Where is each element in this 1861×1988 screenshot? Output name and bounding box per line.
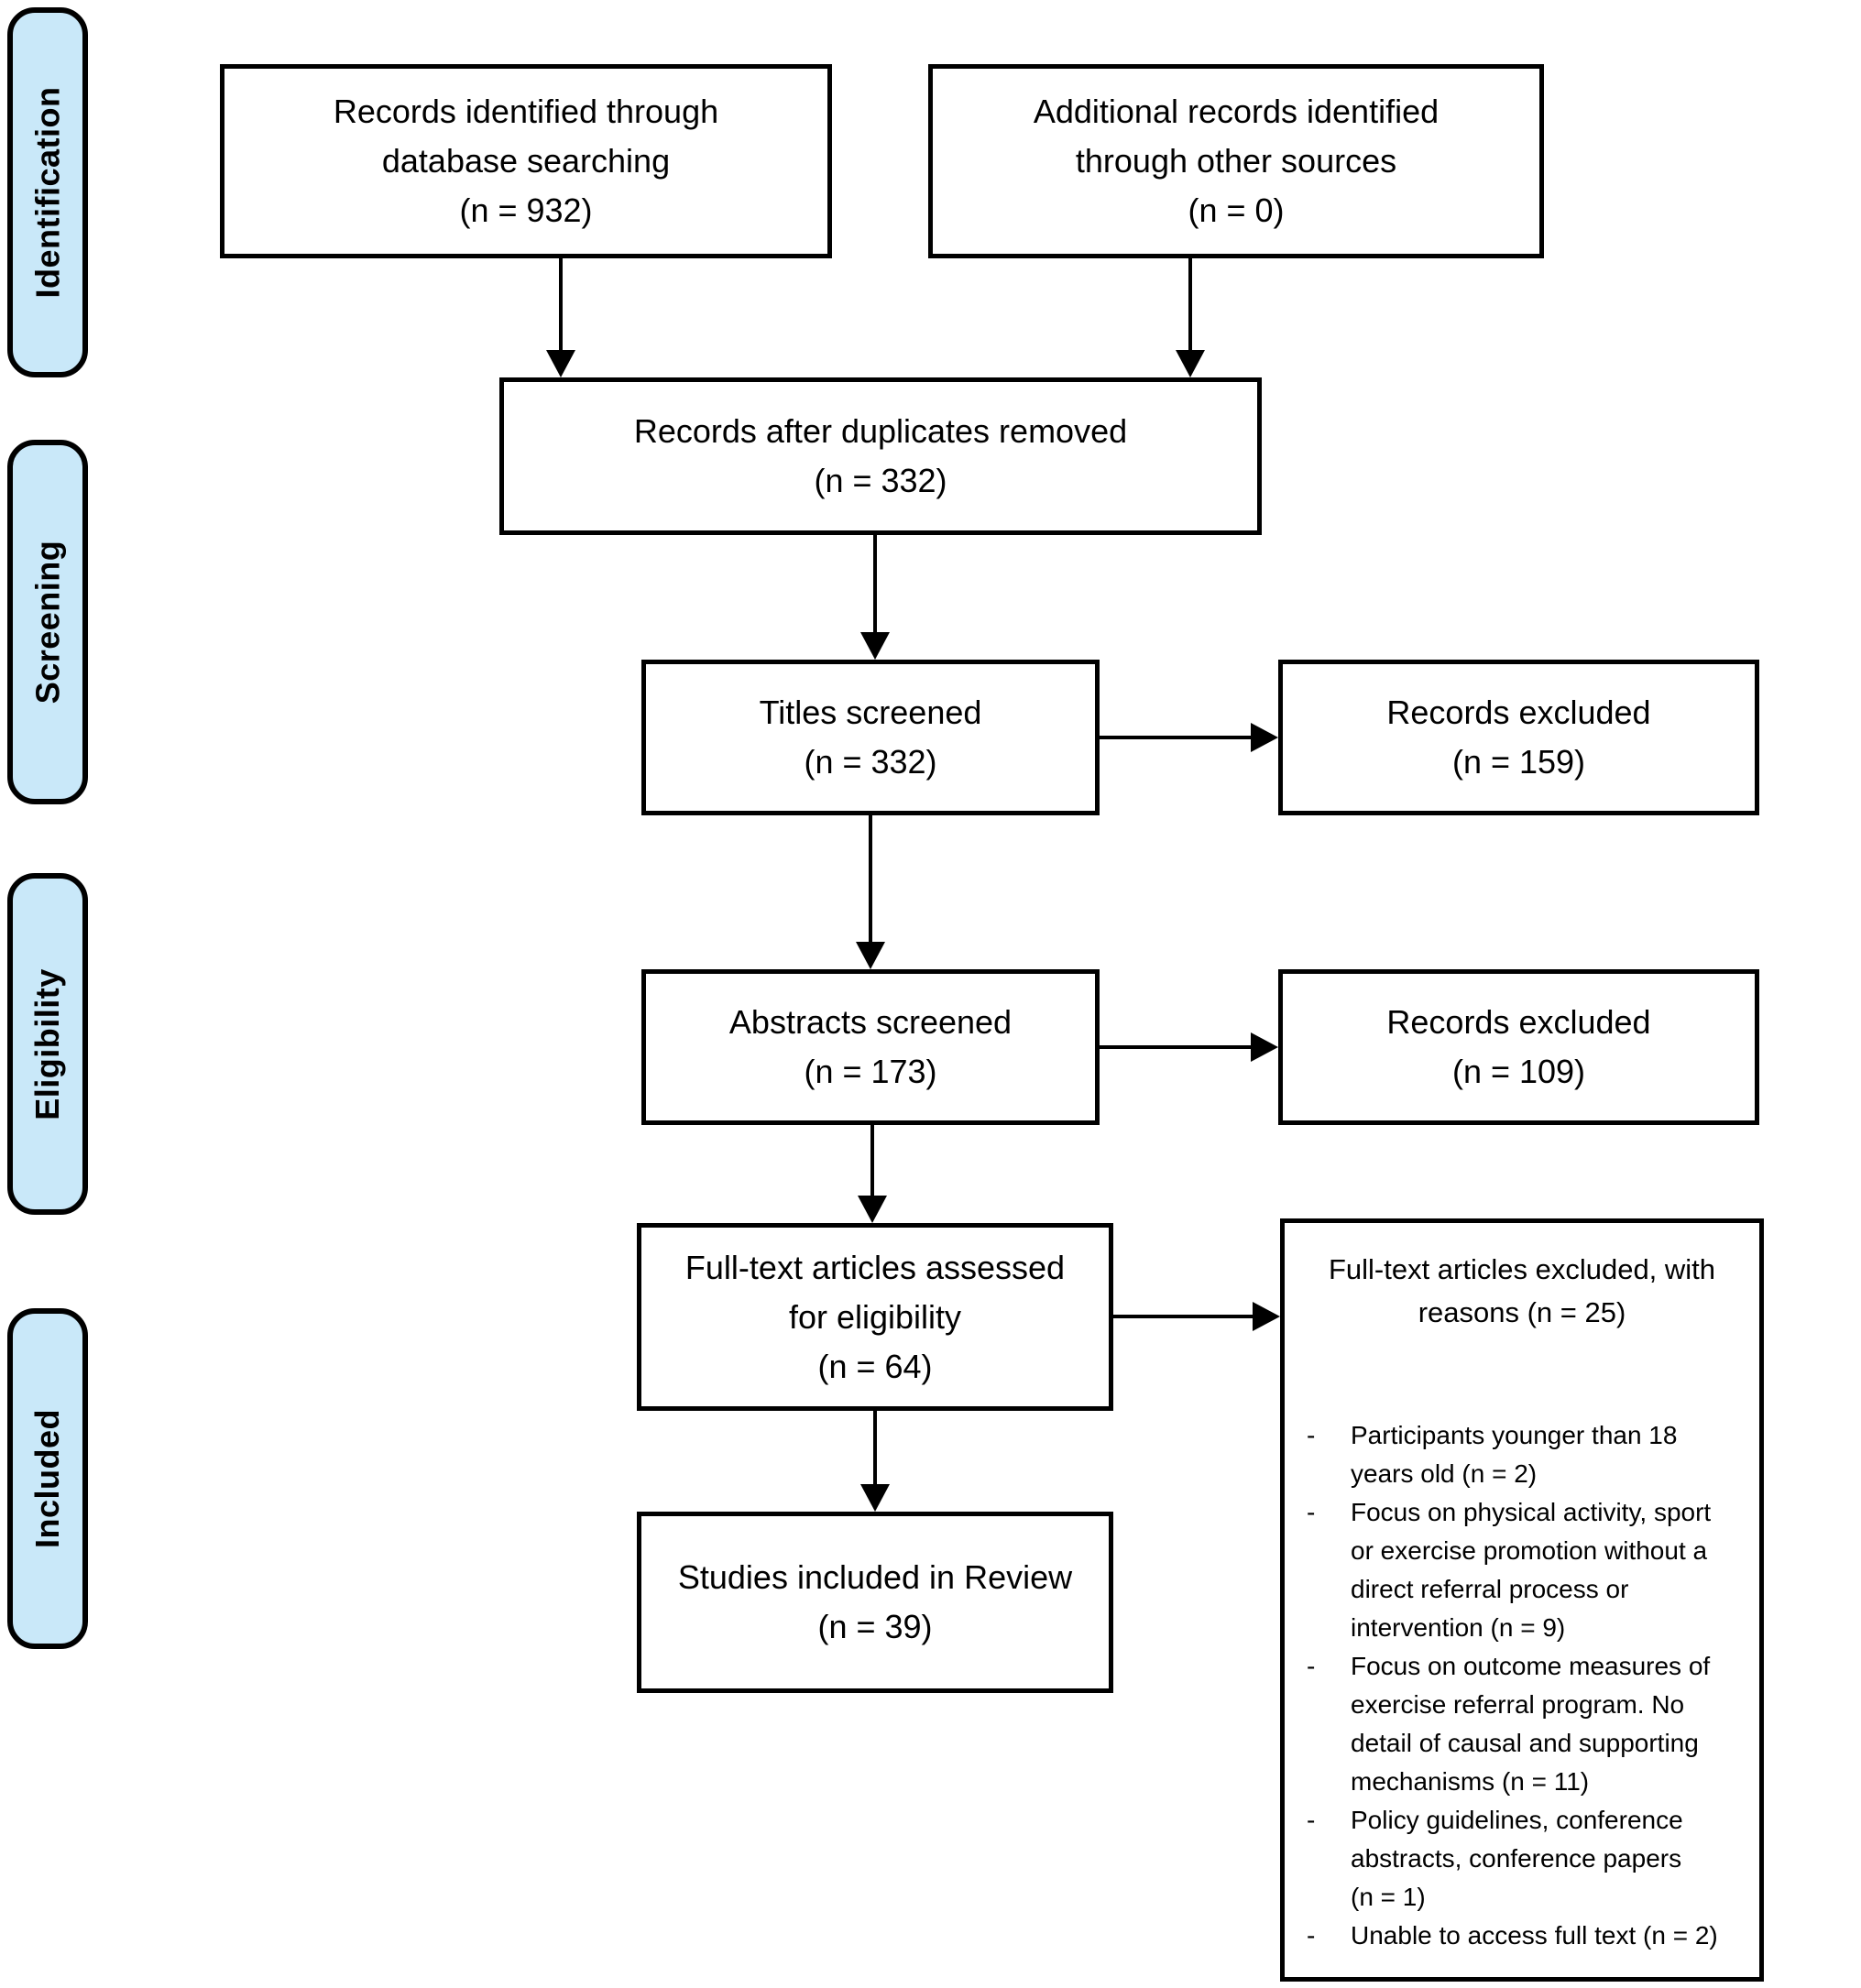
box-records-identified-count: (n = 932) <box>459 191 593 229</box>
arrow-titles-to-excluded <box>1100 723 1278 752</box>
stage-label-identification: Identification <box>28 86 66 299</box>
box-fulltext-excluded: Full-text articles excluded, with reason… <box>1280 1218 1764 1982</box>
exclusion-reasons-list: - Participants younger than 18 years old… <box>1285 1416 1759 1955</box>
arrow-abstracts-to-excluded <box>1100 1032 1278 1062</box>
fulltext-excluded-title-line2: reasons (n = 25) <box>1418 1295 1626 1328</box>
exclusion-reason-text: Focus on outcome measures of exercise re… <box>1351 1652 1711 1796</box>
arrow-titles-to-abstracts <box>856 815 885 969</box>
box-fulltext-assessed-count: (n = 64) <box>817 1347 933 1385</box>
arrow-fulltext-to-excluded <box>1113 1302 1280 1331</box>
stage-rail-eligibility: Eligibility <box>7 873 88 1215</box>
box-additional-records-label: Additional records identified through ot… <box>1033 93 1440 180</box>
box-duplicates-removed-count: (n = 332) <box>814 462 947 499</box>
arrow-additional-to-duplicates <box>1176 258 1205 377</box>
stage-label-eligibility: Eligibility <box>28 967 67 1120</box>
stage-rail-included: Included <box>7 1308 88 1649</box>
box-duplicates-removed-label: Records after duplicates removed <box>633 412 1128 450</box>
box-records-excluded-abstracts-label: Records excluded <box>1386 1003 1651 1041</box>
box-records-excluded-titles-count: (n = 159) <box>1451 743 1586 781</box>
exclusion-reason: - Focus on physical activity, sport or e… <box>1285 1493 1759 1647</box>
exclusion-reason: - Participants younger than 18 years old… <box>1285 1416 1759 1493</box>
arrow-duplicates-to-titles <box>860 535 890 660</box>
fulltext-excluded-title: Full-text articles excluded, with reason… <box>1329 1249 1715 1334</box>
arrow-identified-to-duplicates <box>546 258 575 377</box>
stage-label-included: Included <box>28 1408 67 1549</box>
box-abstracts-screened-count: (n = 173) <box>804 1053 937 1090</box>
exclusion-reason-text: Focus on physical activity, sport or exe… <box>1351 1498 1712 1642</box>
box-records-identified: Records identified through database sear… <box>220 64 832 258</box>
box-records-identified-label: Records identified through database sear… <box>333 93 719 180</box>
box-records-excluded-abstracts: Records excluded (n = 109) <box>1278 969 1759 1125</box>
dash-bullet: - <box>1307 1498 1316 1526</box>
stage-rail-identification: Identification <box>7 7 88 377</box>
box-records-excluded-titles: Records excluded (n = 159) <box>1278 660 1759 815</box>
box-titles-screened-count: (n = 332) <box>804 743 937 781</box>
box-fulltext-assessed: Full-text articles assessed for eligibil… <box>637 1223 1113 1411</box>
arrow-fulltext-to-included <box>860 1411 890 1512</box>
box-titles-screened-label: Titles screened <box>759 694 982 731</box>
box-studies-included-label: Studies included in Review <box>677 1558 1073 1596</box>
exclusion-reason-text: Unable to access full text (n = 2) <box>1351 1921 1718 1950</box>
dash-bullet: - <box>1307 1421 1316 1449</box>
box-titles-screened: Titles screened (n = 332) <box>641 660 1100 815</box>
box-additional-records-count: (n = 0) <box>1188 191 1285 229</box>
box-records-excluded-abstracts-count: (n = 109) <box>1451 1053 1586 1090</box>
box-studies-included: Studies included in Review (n = 39) <box>637 1512 1113 1693</box>
exclusion-reason: - Unable to access full text (n = 2) <box>1285 1917 1759 1955</box>
box-additional-records: Additional records identified through ot… <box>928 64 1544 258</box>
dash-bullet: - <box>1307 1806 1316 1834</box>
fulltext-excluded-title-line1: Full-text articles excluded, with <box>1328 1253 1716 1285</box>
dash-bullet: - <box>1307 1652 1316 1680</box>
arrow-abstracts-to-fulltext <box>858 1125 887 1223</box>
exclusion-reason-text: Participants younger than 18 years old (… <box>1351 1421 1678 1488</box>
box-studies-included-count: (n = 39) <box>817 1608 933 1645</box>
box-abstracts-screened: Abstracts screened (n = 173) <box>641 969 1100 1125</box>
box-fulltext-assessed-label: Full-text articles assessed for eligibil… <box>684 1248 1066 1336</box>
dash-bullet: - <box>1307 1921 1316 1950</box>
exclusion-reason: - Focus on outcome measures of exercise … <box>1285 1647 1759 1801</box>
exclusion-reason: - Policy guidelines, conference abstract… <box>1285 1801 1759 1917</box>
stage-label-screening: Screening <box>28 540 66 705</box>
box-abstracts-screened-label: Abstracts screened <box>728 1003 1013 1041</box>
box-duplicates-removed: Records after duplicates removed (n = 33… <box>499 377 1262 535</box>
box-records-excluded-titles-label: Records excluded <box>1386 694 1651 731</box>
stage-rail-screening: Screening <box>7 440 88 804</box>
exclusion-reason-text: Policy guidelines, conference abstracts,… <box>1351 1806 1683 1911</box>
